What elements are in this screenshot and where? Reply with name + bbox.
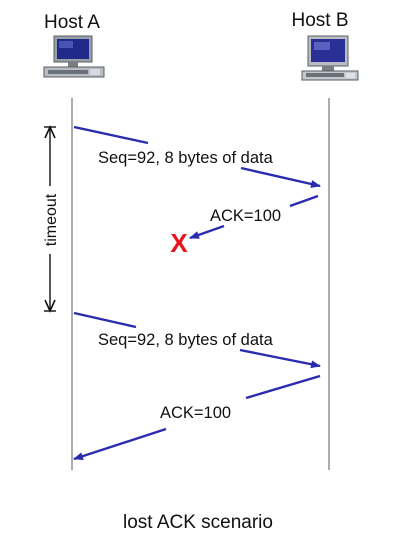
timeout-label: timeout — [43, 193, 60, 246]
message-ack-1-segment-start — [289, 194, 319, 208]
timeout-bracket: timeout — [42, 125, 60, 313]
message-seq-2-segment-start — [73, 311, 137, 329]
message-seq-2-label: Seq=92, 8 bytes of data — [98, 331, 274, 349]
message-ack-1-segment-end — [189, 224, 225, 240]
message-ack-1-label: ACK=100 — [210, 207, 281, 225]
message-seq-2-segment-end — [239, 348, 321, 369]
message-ack-2-segment-start — [245, 374, 321, 400]
message-ack-2-label: ACK=100 — [160, 404, 231, 422]
message-ack-1: ACK=100 — [189, 194, 319, 240]
desktop-computer-icon — [43, 35, 105, 78]
packet-loss-x-icon: X — [170, 228, 188, 258]
desktop-computer-icon — [301, 35, 359, 81]
message-seq-2: Seq=92, 8 bytes of data — [73, 311, 321, 369]
message-ack-2: ACK=100 — [73, 374, 321, 461]
message-seq-1: Seq=92, 8 bytes of data — [73, 125, 321, 188]
host-b-label: Host B — [291, 10, 348, 31]
message-ack-2-segment-end — [73, 427, 167, 461]
message-seq-1-segment-start — [73, 125, 149, 145]
message-seq-1-label: Seq=92, 8 bytes of data — [98, 149, 274, 167]
diagram-caption: lost ACK scenario — [123, 512, 273, 533]
message-seq-1-segment-end — [240, 166, 321, 188]
host-a-label: Host A — [44, 12, 100, 33]
